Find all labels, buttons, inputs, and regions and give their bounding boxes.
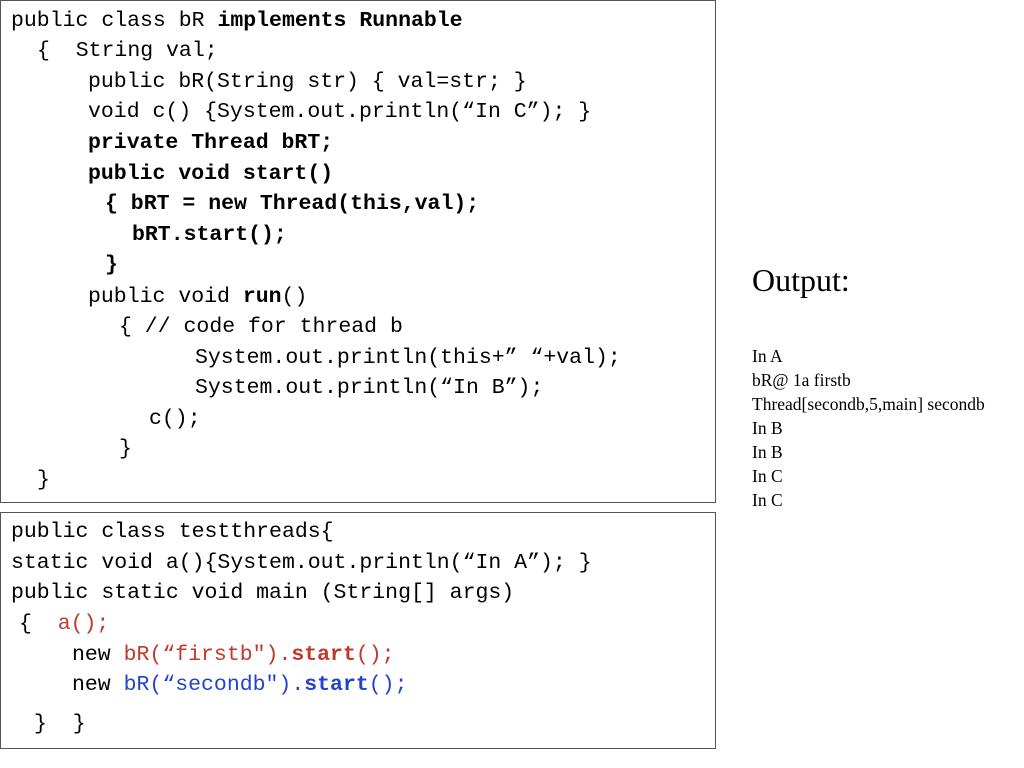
code-line: c(); bbox=[149, 407, 201, 431]
code-line: } } bbox=[34, 712, 86, 736]
output-line: In B bbox=[752, 442, 783, 462]
code-line: } bbox=[119, 437, 132, 461]
output-heading: Output: bbox=[752, 262, 850, 298]
code-text: () bbox=[281, 285, 308, 309]
code-keyword: implements Runnable bbox=[217, 9, 463, 33]
code-line: { a(); bbox=[19, 609, 109, 639]
code-call: a(); bbox=[57, 612, 110, 636]
code-line: { // code for thread b bbox=[119, 315, 403, 339]
code-call: (); bbox=[368, 673, 408, 697]
testthreads-code-block: public class testthreads{ static void a(… bbox=[0, 512, 716, 749]
code-call: . bbox=[278, 643, 292, 667]
code-call: (); bbox=[355, 643, 395, 667]
code-keyword: start bbox=[291, 643, 356, 667]
output-line: In A bbox=[752, 346, 783, 366]
code-line: public void run() bbox=[88, 282, 307, 312]
code-line: void c() {System.out.println(“In C”); } bbox=[88, 100, 592, 124]
code-line: { String val; bbox=[37, 39, 218, 63]
output-line: In B bbox=[752, 418, 783, 438]
code-text: new bbox=[72, 643, 124, 667]
code-call: bR(“secondb") bbox=[123, 673, 292, 697]
code-line: new bR(“secondb").start(); bbox=[72, 670, 407, 700]
code-line: System.out.println(this+” “+val); bbox=[195, 346, 621, 370]
code-line: public void start() bbox=[88, 162, 334, 186]
code-text: public void bbox=[88, 285, 243, 309]
code-keyword: run bbox=[242, 285, 282, 309]
code-line: { bRT = new Thread(this,val); bbox=[105, 192, 480, 216]
code-text: new bbox=[72, 673, 124, 697]
code-line: public static void main (String[] args) bbox=[11, 581, 515, 605]
code-call: bR(“firstb") bbox=[123, 643, 279, 667]
code-call: . bbox=[291, 673, 305, 697]
code-line: bRT.start(); bbox=[132, 223, 287, 247]
code-line: static void a(){System.out.println(“In A… bbox=[11, 551, 592, 575]
output-line: bR@ 1a firstb bbox=[752, 370, 851, 390]
output-line: In C bbox=[752, 466, 783, 486]
code-line: } bbox=[105, 253, 118, 277]
code-line: } bbox=[37, 468, 50, 492]
code-line: public class bR implements Runnable bbox=[11, 6, 463, 36]
class-br-code-block: public class bR implements Runnable { St… bbox=[0, 0, 716, 503]
code-line: private Thread bRT; bbox=[88, 131, 334, 155]
code-line: new bR(“firstb").start(); bbox=[72, 640, 395, 670]
code-text: public class bR bbox=[11, 9, 218, 33]
code-line: System.out.println(“In B”); bbox=[195, 376, 544, 400]
code-line: public bR(String str) { val=str; } bbox=[88, 70, 527, 94]
code-line: public class testthreads{ bbox=[11, 520, 334, 544]
output-line: In C bbox=[752, 490, 783, 510]
code-keyword: start bbox=[304, 673, 369, 697]
code-text: { bbox=[19, 612, 58, 636]
output-line: Thread[secondb,5,main] secondb bbox=[752, 394, 985, 414]
